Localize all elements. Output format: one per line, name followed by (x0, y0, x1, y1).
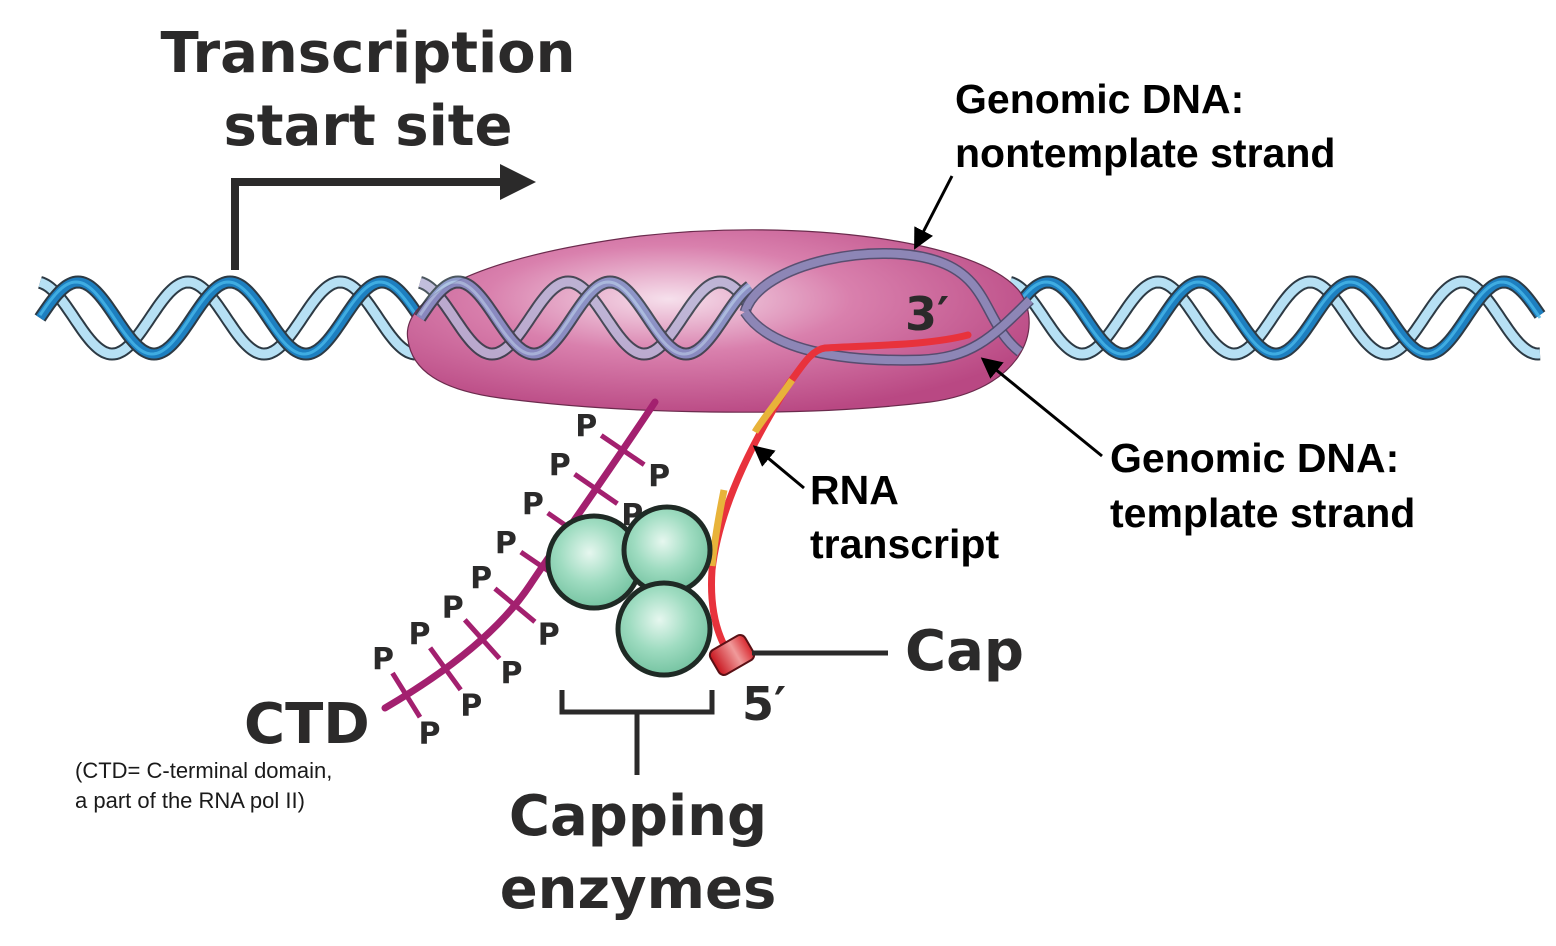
nontemplate-label-line2: nontemplate strand (955, 130, 1335, 176)
phosphate-label: P (549, 448, 571, 483)
phosphate-tick (428, 646, 463, 692)
dna-strand-highlight (418, 280, 751, 356)
rna-transcript (708, 331, 972, 649)
five-prime-label: 5′ (742, 677, 786, 731)
capping-enzyme-subunit (615, 580, 713, 678)
capping-label-line1: Capping (509, 784, 767, 849)
phosphate-label: P (538, 617, 560, 652)
phosphate-tick (462, 618, 502, 661)
phosphate-tick (599, 433, 646, 467)
dna-strand-highlight (1008, 280, 1542, 356)
nontemplate-pointer-arrow (914, 175, 954, 250)
arrow-head-icon (500, 164, 536, 200)
cap-label: Cap (905, 619, 1024, 684)
phosphate-label: P (419, 717, 441, 752)
nontemplate-label-line1: Genomic DNA: (955, 76, 1244, 122)
capping-enzymes-complex (545, 504, 713, 678)
tss-label-line2: start site (223, 94, 512, 159)
template-label-line2: template strand (1110, 490, 1415, 536)
capping-enzyme-subunit (621, 504, 713, 596)
dna-double-helix-upstream (34, 275, 436, 361)
ctd-note-line1: (CTD= C-terminal domain, (75, 758, 332, 783)
rna-label-line1: RNA (810, 467, 899, 513)
ctd-tail (381, 398, 659, 712)
phosphate-label: P (648, 459, 670, 494)
phosphate-tick (390, 671, 423, 719)
rna-label-line2: transcript (810, 521, 999, 567)
dna-strand-highlight (38, 280, 432, 356)
dna-double-helix-downstream (1004, 275, 1546, 361)
template-label-line1: Genomic DNA: (1110, 435, 1399, 481)
phosphate-label: P (470, 561, 492, 596)
phosphate-label: P (522, 487, 544, 522)
phosphate-tick (573, 472, 619, 506)
phosphate-label: P (501, 656, 523, 691)
ctd-note-line2: a part of the RNA pol II) (75, 788, 305, 813)
template-pointer-arrow (980, 357, 1103, 458)
dna-inside-polymerase (414, 275, 756, 361)
transcription-start-arrow (231, 178, 505, 270)
three-prime-label: 3′ (905, 287, 949, 341)
ctd-label: CTD (244, 692, 370, 757)
phosphate-label: P (409, 617, 431, 652)
phosphate-label: P (460, 688, 482, 723)
rna-pointer-arrow (752, 445, 805, 490)
phosphate-label: P (372, 642, 394, 677)
dna-backbone-strand-fill (1008, 277, 1541, 359)
phosphate-tick (493, 586, 537, 624)
tss-label-line1: Transcription (160, 21, 575, 86)
phosphate-label: P (495, 526, 517, 561)
five-prime-cap (708, 634, 756, 676)
capping-label-line2: enzymes (500, 857, 777, 922)
phosphate-label: P (442, 590, 464, 625)
capping-enzymes-bracket (559, 690, 715, 775)
phosphate-label: P (575, 409, 597, 444)
